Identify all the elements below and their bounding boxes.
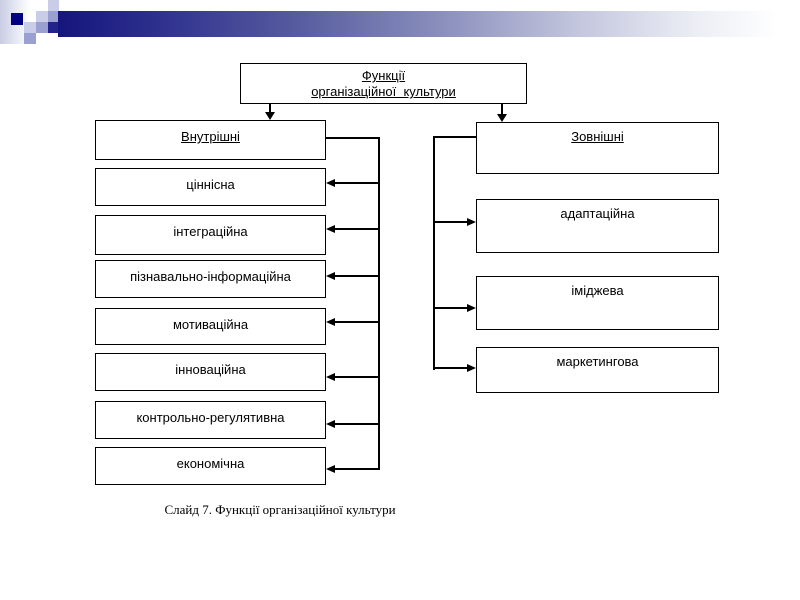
connector-root-to-internal bbox=[269, 103, 271, 113]
header-gradient-bar bbox=[58, 11, 800, 37]
internal-item-label-1: ціннісна bbox=[186, 177, 235, 192]
internal-branch-line-5 bbox=[335, 376, 380, 378]
slide-caption: Слайд 7. Функції організаційної культури bbox=[164, 502, 396, 517]
arrowhead-left-icon bbox=[326, 179, 335, 187]
internal-branch-line-1 bbox=[335, 182, 380, 184]
decor-pixel-square bbox=[24, 33, 36, 44]
internal-header-box: Внутрішні bbox=[95, 120, 326, 160]
decor-pixel-square bbox=[48, 22, 59, 33]
internal-trunk-line bbox=[378, 137, 380, 470]
external-item-label-1: адаптаційна bbox=[560, 206, 635, 221]
internal-branch-line-6 bbox=[335, 423, 380, 425]
external-header-label: Зовнішні bbox=[571, 129, 624, 144]
internal-item-box-5: інноваційна bbox=[95, 353, 326, 391]
arrowhead-left-icon bbox=[326, 373, 335, 381]
external-item-box-1: адаптаційна bbox=[476, 199, 719, 253]
decor-pixel-square bbox=[24, 22, 36, 33]
arrowhead-right-icon bbox=[467, 364, 476, 372]
arrowhead-down-external-icon bbox=[497, 114, 507, 122]
internal-trunk-top-line bbox=[326, 137, 380, 139]
decor-pixel-square-navy bbox=[11, 13, 23, 25]
external-branch-line-2 bbox=[435, 307, 467, 309]
arrowhead-right-icon bbox=[467, 304, 476, 312]
internal-item-box-2: інтеграційна bbox=[95, 215, 326, 255]
external-branch-line-1 bbox=[435, 221, 467, 223]
internal-branch-line-3 bbox=[335, 275, 380, 277]
arrowhead-left-icon bbox=[326, 465, 335, 473]
external-trunk-line bbox=[433, 136, 435, 370]
arrowhead-right-icon bbox=[467, 218, 476, 226]
internal-item-label-7: економічна bbox=[176, 456, 245, 471]
external-item-label-2: іміджева bbox=[571, 283, 624, 298]
external-header-box: Зовнішні bbox=[476, 122, 719, 174]
internal-item-label-2: інтеграційна bbox=[173, 224, 248, 239]
internal-item-label-5: інноваційна bbox=[175, 362, 246, 377]
internal-item-box-4: мотиваційна bbox=[95, 308, 326, 345]
external-item-label-3: маркетингова bbox=[556, 354, 639, 369]
arrowhead-left-icon bbox=[326, 420, 335, 428]
decor-pixel-square bbox=[48, 11, 59, 22]
external-item-box-2: іміджева bbox=[476, 276, 719, 330]
decor-pixel-square bbox=[36, 22, 48, 33]
internal-item-box-7: економічна bbox=[95, 447, 326, 485]
arrowhead-down-internal-icon bbox=[265, 112, 275, 120]
arrowhead-left-icon bbox=[326, 318, 335, 326]
internal-item-box-1: ціннісна bbox=[95, 168, 326, 206]
decor-pixel-square bbox=[48, 0, 59, 11]
arrowhead-left-icon bbox=[326, 272, 335, 280]
root-box-title-line1: Функції bbox=[361, 68, 406, 83]
root-box-title-line2: організаційної культури bbox=[311, 84, 456, 99]
arrowhead-left-icon bbox=[326, 225, 335, 233]
external-item-box-3: маркетингова bbox=[476, 347, 719, 393]
external-branch-line-3 bbox=[435, 367, 467, 369]
internal-item-box-6: контрольно-регулятивна bbox=[95, 401, 326, 439]
internal-item-label-4: мотиваційна bbox=[172, 317, 249, 332]
root-box-functions: Функції організаційної культури bbox=[240, 63, 527, 104]
internal-branch-line-7 bbox=[335, 468, 380, 470]
internal-header-label: Внутрішні bbox=[181, 129, 240, 144]
decor-pixel-square bbox=[36, 11, 48, 22]
internal-item-label-6: контрольно-регулятивна bbox=[136, 410, 285, 425]
internal-item-box-3: пізнавально-інформаційна bbox=[95, 260, 326, 298]
connector-root-to-external bbox=[501, 103, 503, 115]
internal-item-label-3: пізнавально-інформаційна bbox=[130, 269, 291, 284]
internal-branch-line-2 bbox=[335, 228, 380, 230]
internal-branch-line-4 bbox=[335, 321, 380, 323]
external-trunk-top-line bbox=[433, 136, 476, 138]
